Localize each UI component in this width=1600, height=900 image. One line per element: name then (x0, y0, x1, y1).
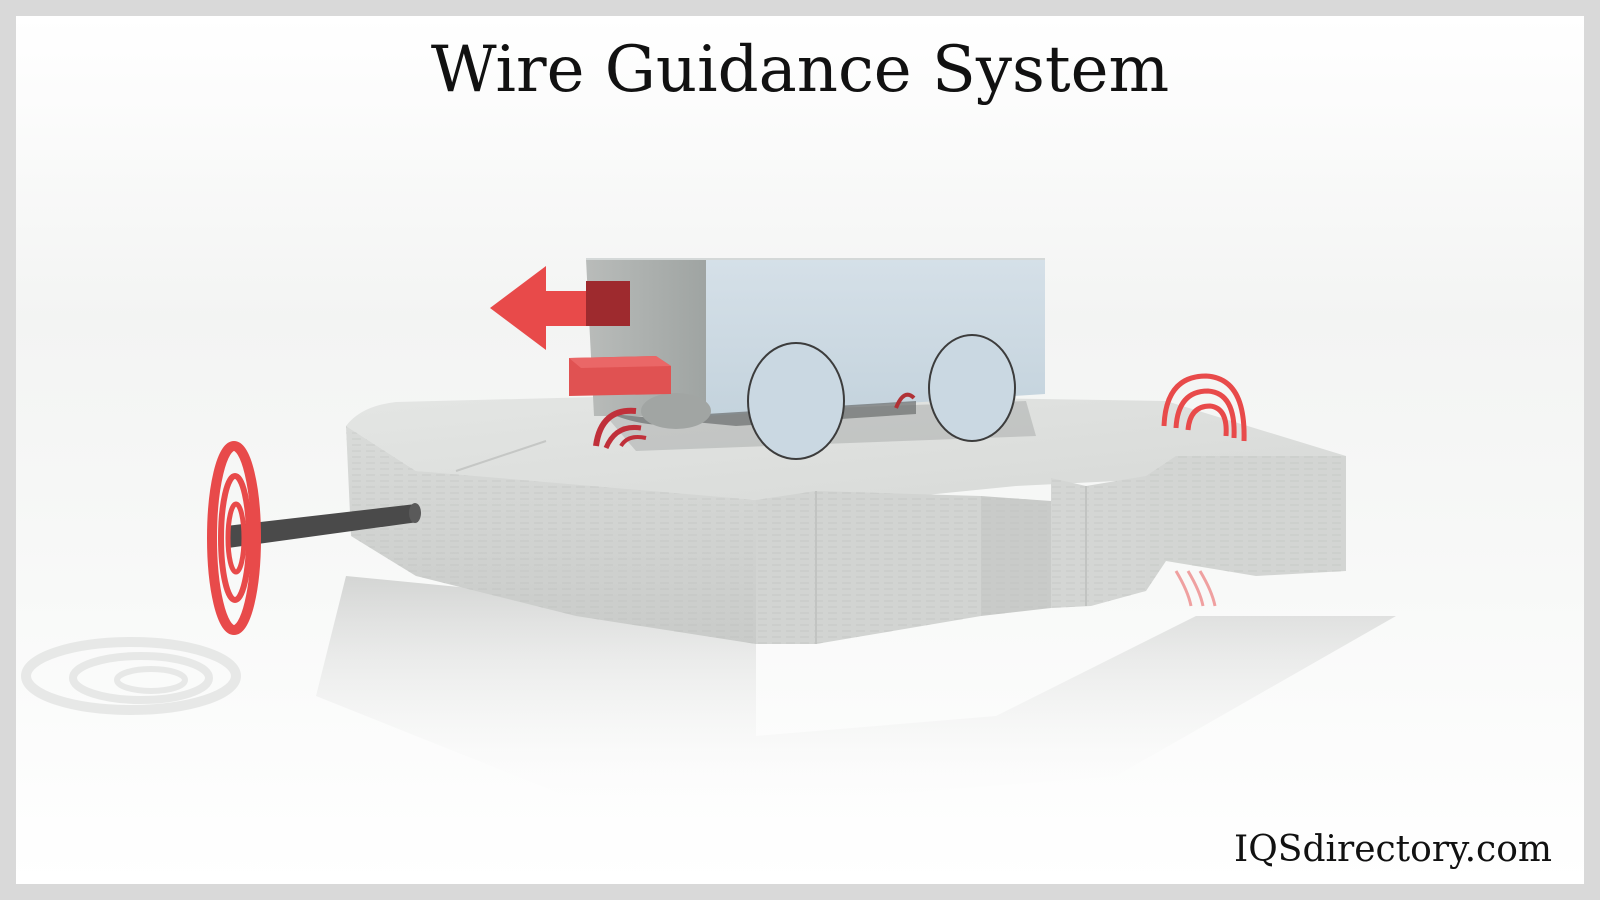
wire-signal-arcs (1161, 373, 1247, 442)
signal-emitter-rings (207, 441, 261, 635)
vehicle-wheel-front (747, 342, 845, 460)
vehicle-sensor-block (569, 356, 671, 396)
sensor-signal-arcs (593, 407, 647, 450)
direction-arrow-icon (490, 266, 630, 350)
diagram-title: Wire Guidance System (430, 33, 1170, 107)
diagram-canvas: Wire Guidance System IQSdirectory.com (16, 16, 1584, 884)
wire-guidance-illustration (16, 16, 1584, 884)
vehicle-wheel-rear (928, 334, 1016, 442)
under-slab-signal-arcs (1174, 570, 1217, 607)
floor-shadow (21, 576, 1396, 816)
automated-guided-vehicle (586, 258, 1045, 460)
watermark-brand: IQSdirectory.com (1234, 829, 1552, 870)
guide-wire (226, 503, 421, 548)
floor-slab (346, 394, 1346, 644)
